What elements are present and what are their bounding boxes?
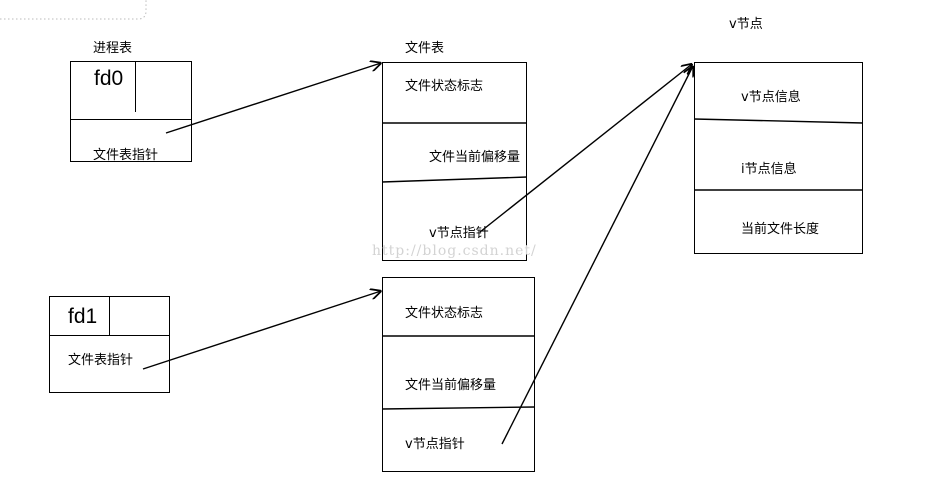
- file-offset-label: 文件当前偏移量: [405, 378, 497, 393]
- dotted-corner-artifact: [0, 0, 147, 20]
- watermark: http://blog.csdn.net/: [372, 243, 537, 259]
- arrow-fd0-to-file-entry-1: [165, 63, 381, 134]
- file-table-pointer-label: 文件表指针: [68, 353, 134, 368]
- process-entry-fd1: fd1 文件表指针: [49, 296, 170, 393]
- file-offset-label: 文件当前偏移量: [429, 150, 521, 165]
- vnode-table: v节点信息 i节点信息 当前文件长度: [694, 62, 863, 254]
- fd0-label: fd0: [94, 67, 124, 90]
- file-status-flags-label: 文件状态标志: [405, 306, 484, 321]
- arrow-fd1-to-file-entry-2: [142, 291, 381, 370]
- file-length-label: 当前文件长度: [741, 222, 820, 237]
- file-table-pointer-label: 文件表指针: [93, 148, 159, 163]
- vnode-info-label: v节点信息: [741, 90, 801, 105]
- fd1-label: fd1: [68, 305, 98, 328]
- divider-line: [381, 406, 536, 410]
- arrow-file-entry-2-to-vnode: [501, 66, 693, 445]
- divider-line: [693, 118, 864, 124]
- file-table-entry-2: 文件状态标志 文件当前偏移量 v节点指针: [382, 277, 535, 472]
- vnode-pointer-label: v节点指针: [405, 437, 465, 452]
- row-divider: [49, 335, 169, 336]
- process-entry-fd0: fd0 文件表指针: [70, 61, 192, 163]
- file-status-flags-label: 文件状态标志: [405, 79, 484, 94]
- process-table-title: 进程表: [93, 41, 133, 56]
- row-divider: [70, 119, 191, 120]
- vnode-pointer-label: v节点指针: [429, 226, 489, 241]
- arrow-file-entry-1-to-vnode: [479, 64, 692, 233]
- inode-info-label: i节点信息: [741, 162, 797, 177]
- file-table-title: 文件表: [405, 41, 445, 56]
- fd-cell-divider: [109, 297, 110, 335]
- file-table-entry-1: 文件状态标志 文件当前偏移量 v节点指针: [382, 62, 527, 261]
- divider-line: [381, 176, 528, 183]
- vnode-title: v节点: [729, 17, 763, 32]
- fd-cell-divider: [135, 62, 136, 112]
